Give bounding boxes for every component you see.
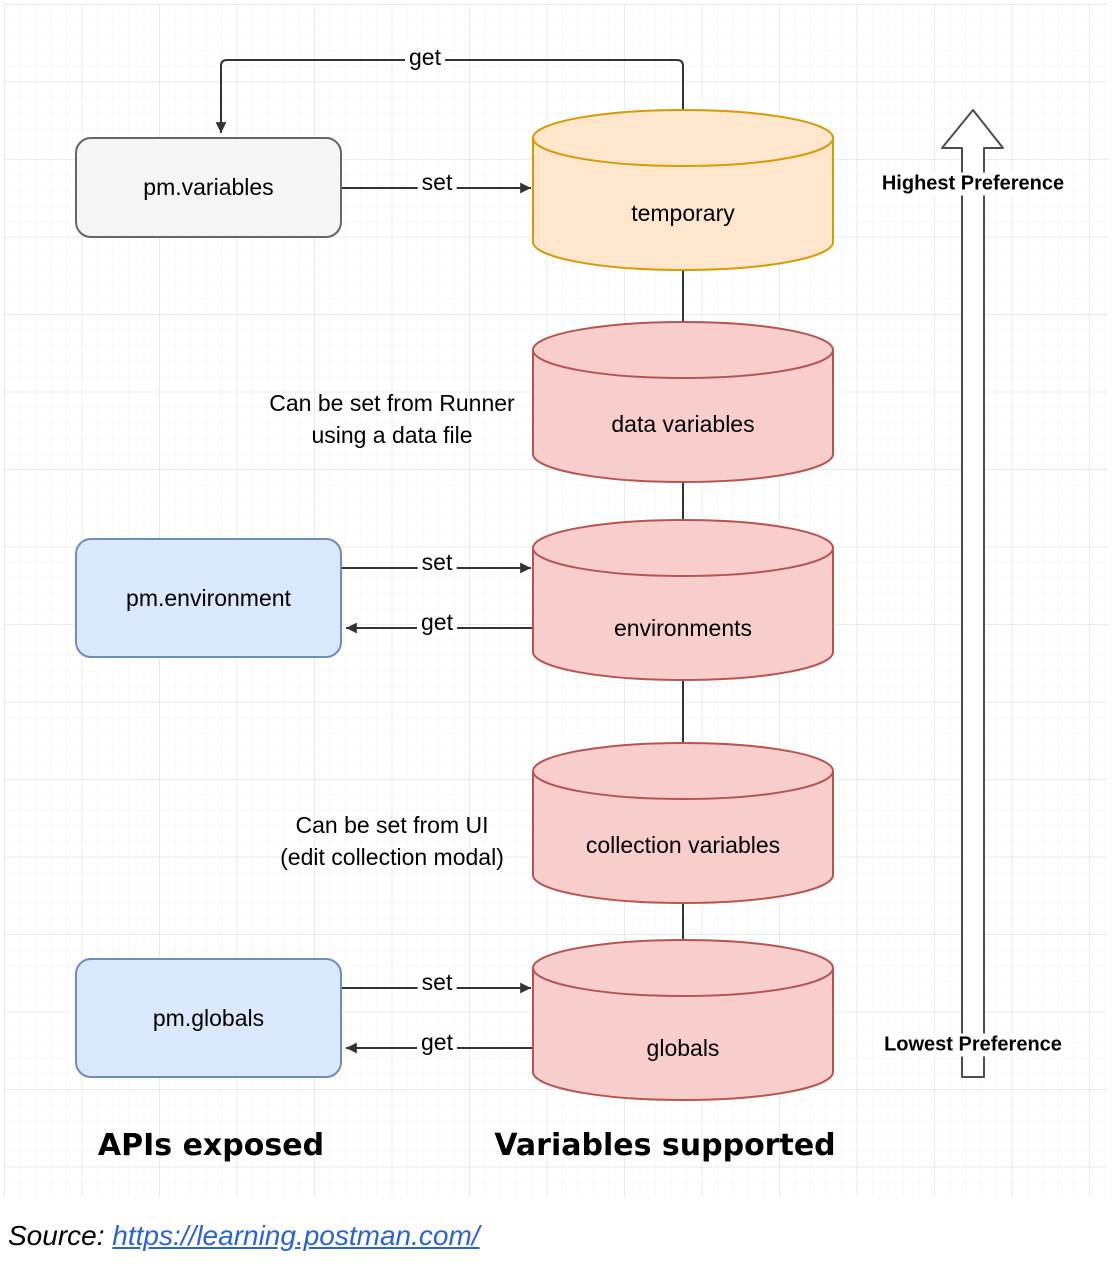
source-prefix: Source: [8, 1220, 105, 1251]
note-ui: Can be set from UI (edit collection moda… [232, 809, 552, 873]
edge-label-set-variables: set [417, 169, 457, 195]
edge-label-get-environment: get [417, 609, 457, 635]
preference-direction-arrow [941, 109, 1004, 1078]
note-runner: Can be set from Runner using a data file [232, 387, 552, 451]
highest-preference-label: Highest Preference [876, 172, 1070, 196]
edge-label-set-environment: set [417, 549, 457, 575]
source-attribution: Source: https://learning.postman.com/ [8, 1220, 480, 1252]
apis-exposed-label: APIs exposed [97, 1128, 325, 1163]
cylinder-collection-variables [532, 742, 834, 904]
environments-store-label: environments [613, 615, 753, 641]
pm-environment-label: pm.environment [126, 584, 291, 611]
edge-get-temporary-to-pmvariables [215, 59, 684, 133]
edge-label-set-globals: set [417, 969, 457, 995]
note-runner-line2: using a data file [311, 422, 473, 448]
lowest-preference-label: Lowest Preference [879, 1033, 1067, 1057]
pm-variables-label: pm.variables [143, 174, 274, 200]
source-link[interactable]: https://learning.postman.com/ [112, 1220, 480, 1251]
note-runner-line1: Can be set from Runner [269, 390, 515, 416]
pm-globals-label: pm.globals [152, 1004, 265, 1031]
cylinder-temporary [532, 109, 834, 271]
api-box-pm-variables: pm.variables [75, 137, 342, 238]
cylinder-globals [532, 939, 834, 1101]
api-box-pm-environment: pm.environment [75, 538, 342, 658]
note-ui-line2: (edit collection modal) [280, 844, 504, 870]
variables-supported-label: Variables supported [494, 1128, 836, 1163]
note-ui-line1: Can be set from UI [295, 812, 489, 838]
api-box-pm-globals: pm.globals [75, 958, 342, 1078]
cylinder-environments [532, 519, 834, 681]
collection-variables-store-label: collection variables [585, 832, 781, 858]
globals-store-label: globals [646, 1035, 720, 1061]
temporary-store-label: temporary [631, 200, 735, 226]
edge-label-get-globals: get [417, 1029, 457, 1055]
cylinder-data-variables [532, 321, 834, 483]
data-variables-store-label: data variables [611, 411, 755, 437]
edge-label-get-top: get [405, 44, 445, 70]
